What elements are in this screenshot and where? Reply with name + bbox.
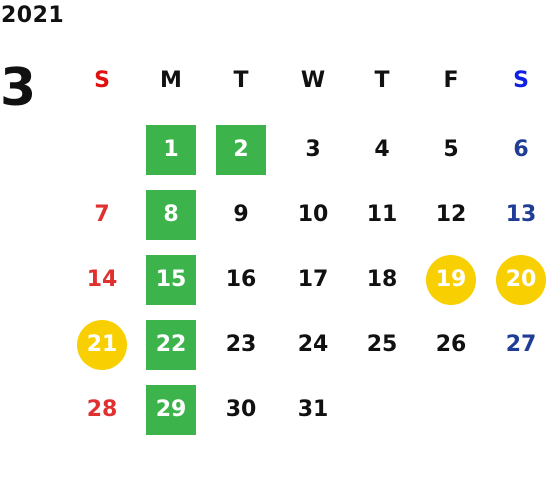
calendar-day[interactable]: 21 [77,320,127,370]
calendar-day[interactable]: 20 [496,255,546,305]
calendar-day[interactable]: 1 [146,125,196,175]
calendar-day[interactable]: 12 [435,202,467,227]
calendar-day[interactable]: 29 [146,385,196,435]
calendar-day[interactable]: 11 [366,202,398,227]
calendar-day[interactable]: 22 [146,320,196,370]
calendar-day[interactable]: 15 [146,255,196,305]
weekday-label: S [94,68,110,93]
weekday-label: F [443,68,459,93]
calendar-month: 3 [0,58,37,118]
calendar-day[interactable]: 19 [426,255,476,305]
calendar-day[interactable]: 25 [366,332,398,357]
calendar-day[interactable]: 26 [435,332,467,357]
calendar-day[interactable]: 7 [94,202,110,227]
calendar-day[interactable]: 5 [443,137,459,162]
weekday-label: W [300,68,326,93]
weekday-label: S [513,68,529,93]
calendar-day[interactable]: 14 [86,267,118,292]
calendar-day[interactable]: 18 [366,267,398,292]
calendar-day[interactable]: 6 [513,137,529,162]
calendar-day[interactable]: 24 [297,332,329,357]
calendar-day[interactable]: 28 [86,397,118,422]
calendar-day[interactable]: 16 [225,267,257,292]
calendar-day[interactable]: 4 [374,137,390,162]
calendar-day[interactable]: 30 [225,397,257,422]
calendar-day[interactable]: 23 [225,332,257,357]
weekday-label: T [374,68,390,93]
calendar-day[interactable]: 8 [146,190,196,240]
calendar-day[interactable]: 31 [297,397,329,422]
calendar-day[interactable]: 17 [297,267,329,292]
calendar-day[interactable]: 10 [297,202,329,227]
weekday-label: M [160,68,182,93]
calendar-day[interactable]: 9 [233,202,249,227]
calendar-year: 2021 [1,3,65,28]
weekday-label: T [233,68,249,93]
calendar-day[interactable]: 13 [505,202,537,227]
calendar-day[interactable]: 27 [505,332,537,357]
calendar-day[interactable]: 3 [305,137,321,162]
calendar-day[interactable]: 2 [216,125,266,175]
